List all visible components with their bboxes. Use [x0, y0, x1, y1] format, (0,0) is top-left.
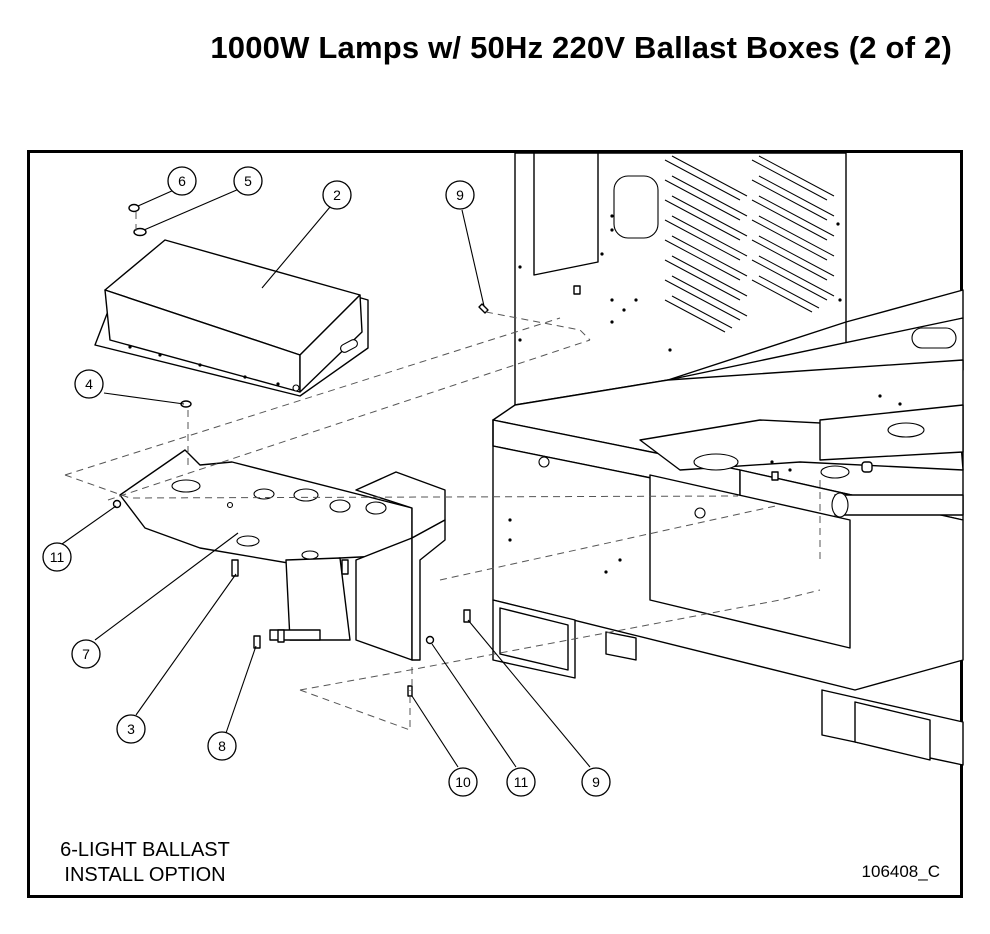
svg-text:2: 2 [333, 187, 341, 203]
callout-3: 3 [116, 714, 146, 744]
callout-9-bottom: 9 [581, 767, 611, 797]
callout-5: 5 [233, 166, 263, 196]
callout-8: 8 [207, 731, 237, 761]
svg-text:8: 8 [218, 738, 226, 754]
ballast-box-part-2 [94, 239, 369, 397]
callout-4: 4 [74, 369, 104, 399]
svg-text:7: 7 [82, 646, 90, 662]
callout-6: 6 [167, 166, 197, 196]
frame-holes [508, 214, 902, 574]
callout-9-top: 9 [445, 180, 475, 210]
caption-line-2: INSTALL OPTION [64, 864, 226, 886]
leader-lines [61, 188, 591, 768]
svg-text:4: 4 [85, 376, 93, 392]
svg-text:9: 9 [456, 187, 464, 203]
callout-2: 2 [322, 180, 352, 210]
install-option-caption: 6-LIGHT BALLAST INSTALL OPTION [50, 838, 240, 888]
drawing-number: 106408_C [861, 862, 940, 881]
diagram-title: 1000W Lamps w/ 50Hz 220V Ballast Boxes (… [210, 30, 952, 65]
mounting-bracket-part-7 [119, 449, 446, 661]
svg-text:5: 5 [244, 173, 252, 189]
callout-11-left: 11 [42, 542, 72, 572]
svg-text:9: 9 [592, 774, 600, 790]
callout-7: 7 [71, 639, 101, 669]
assembly-lines [64, 212, 821, 731]
svg-text:10: 10 [455, 774, 471, 790]
svg-text:6: 6 [178, 173, 186, 189]
fasteners [112, 203, 489, 697]
machine-frame [492, 152, 964, 766]
callout-10: 10 [448, 767, 478, 797]
callout-11-bottom: 11 [506, 767, 536, 797]
caption-line-1: 6-LIGHT BALLAST [60, 839, 230, 861]
svg-text:11: 11 [50, 549, 65, 565]
svg-text:3: 3 [127, 721, 135, 737]
louver-vents [664, 155, 835, 333]
svg-text:11: 11 [514, 774, 529, 790]
